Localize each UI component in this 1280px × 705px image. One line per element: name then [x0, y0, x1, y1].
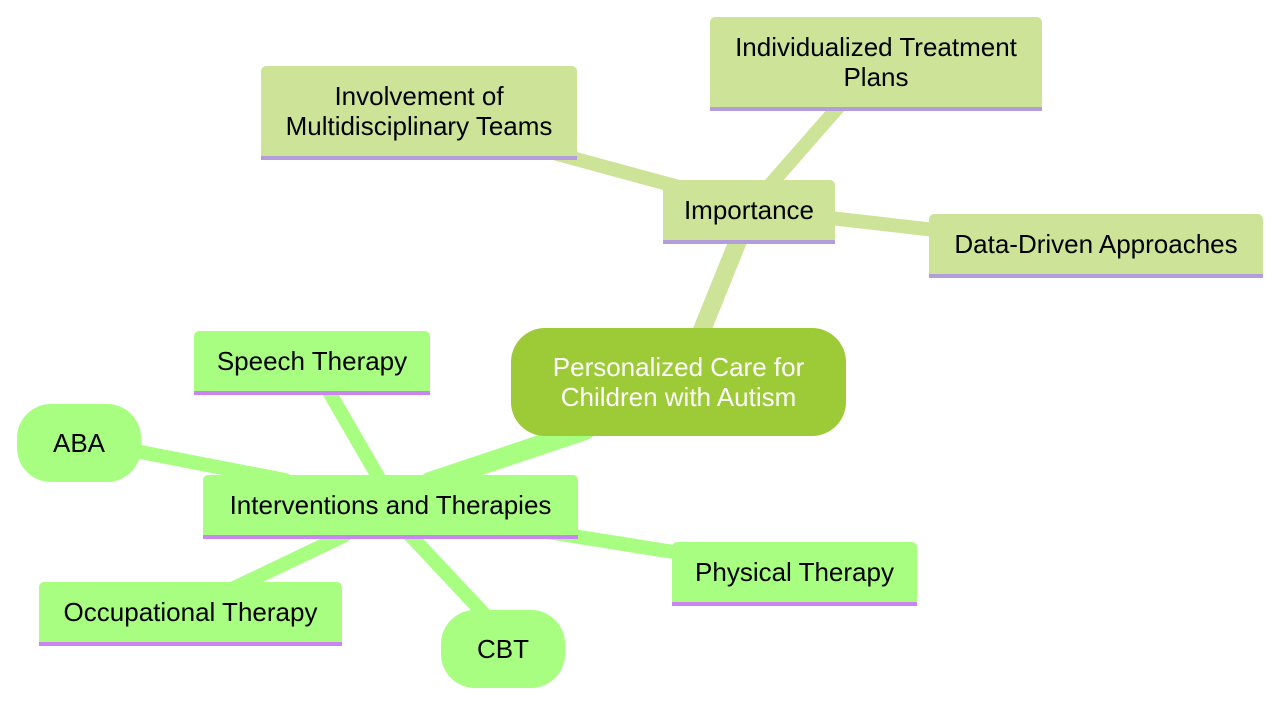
node-label: CBT	[477, 634, 529, 664]
node-label: Data-Driven Approaches	[954, 229, 1238, 259]
node-data-driven-approaches[interactable]: Data-Driven Approaches	[929, 214, 1263, 278]
edge-interventions-occupational	[223, 528, 352, 597]
edge-interventions-speech	[321, 383, 387, 487]
node-label: Individualized Treatment Plans	[735, 32, 1017, 92]
node-interventions-and-therapies[interactable]: Interventions and Therapies	[203, 475, 578, 539]
root-label: Personalized Care for Children with Auti…	[552, 352, 805, 412]
edge-importance-individualized	[763, 98, 847, 192]
node-speech-therapy[interactable]: Speech Therapy	[194, 331, 430, 395]
node-multidisciplinary-teams[interactable]: Involvement of Multidisciplinary Teams	[261, 66, 577, 160]
node-importance[interactable]: Importance	[663, 180, 835, 244]
node-label: Occupational Therapy	[63, 597, 318, 627]
node-label: Involvement of Multidisciplinary Teams	[285, 81, 553, 141]
node-aba[interactable]: ABA	[17, 404, 141, 482]
node-label: Interventions and Therapies	[229, 490, 552, 520]
node-cbt[interactable]: CBT	[441, 610, 565, 688]
edge-root-importance	[691, 227, 749, 344]
node-label: Importance	[683, 195, 815, 225]
node-label: Speech Therapy	[216, 346, 408, 376]
edge-importance-data-driven	[823, 211, 942, 237]
node-physical-therapy[interactable]: Physical Therapy	[672, 542, 917, 606]
node-occupational-therapy[interactable]: Occupational Therapy	[39, 582, 342, 646]
edge-root-interventions	[420, 420, 595, 492]
edge-interventions-cbt	[403, 528, 492, 622]
node-label: ABA	[52, 428, 106, 458]
node-root[interactable]: Personalized Care for Children with Auti…	[511, 328, 846, 436]
node-individualized-treatment-plans[interactable]: Individualized Treatment Plans	[710, 17, 1042, 111]
node-label: Physical Therapy	[695, 557, 894, 587]
